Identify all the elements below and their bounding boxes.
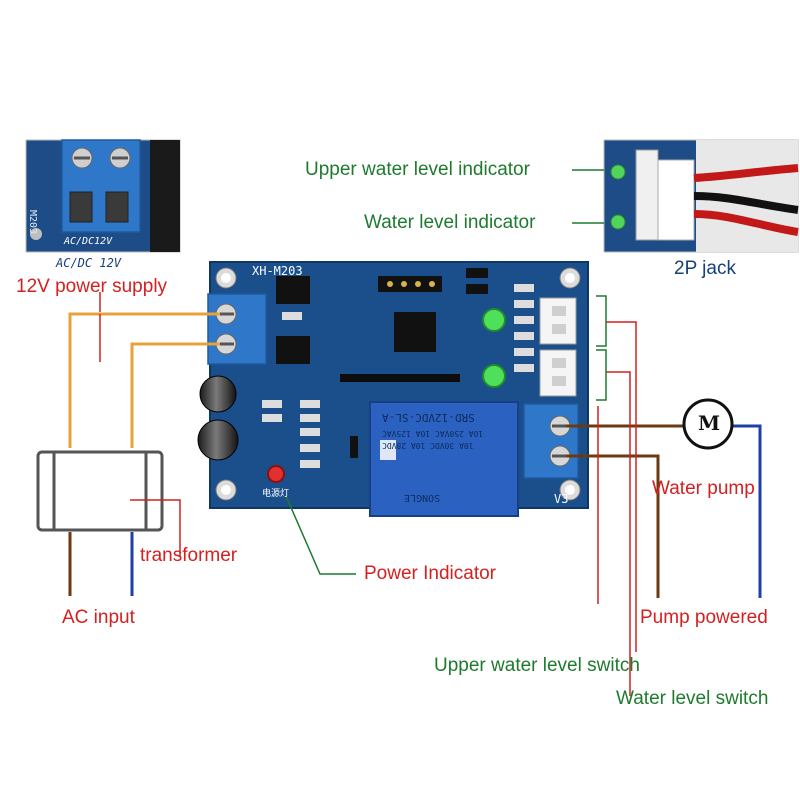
relay-rating-text-2: 10A 30VDC 10A 28VDC <box>382 441 474 450</box>
leader-lines <box>99 169 637 696</box>
upper-water-level-indicator-label: Upper water level indicator <box>305 159 530 180</box>
motor-letter: M <box>698 411 721 435</box>
transformer-symbol <box>36 450 164 532</box>
motor-symbol <box>682 398 734 450</box>
inset-caption: AC/DC 12V <box>56 256 122 270</box>
power-led-silkscreen: 电源灯 <box>262 488 290 498</box>
board-version-label: V3 <box>554 492 569 506</box>
pump-powered-label: Pump powered <box>640 607 768 628</box>
transformer-label: transformer <box>140 545 238 566</box>
water-pump-label: Water pump <box>652 478 755 499</box>
water-level-switch-label: Water level switch <box>616 688 769 709</box>
ac-input-wires <box>68 532 134 596</box>
relay-brand-text: SONGLE <box>404 492 441 503</box>
upper-water-level-switch-label: Upper water level switch <box>434 655 640 676</box>
water-level-indicator-label: Water level indicator <box>364 212 536 233</box>
inset-terminal-label: AC/DC12V <box>64 236 113 247</box>
inset-terminal-photo: M203 <box>25 139 181 253</box>
orange-supply-wires <box>68 312 220 448</box>
pump-wires <box>566 424 762 598</box>
board-model-label: XH-M203 <box>252 264 303 278</box>
power-supply-label: 12V power supply <box>16 276 168 297</box>
svg-text:M203: M203 <box>27 210 38 234</box>
ac-input-label: AC input <box>62 607 135 628</box>
control-board <box>197 261 589 517</box>
jack-label: 2P jack <box>674 258 736 279</box>
power-indicator-label: Power Indicator <box>364 563 497 584</box>
inset-jack-photo <box>603 139 799 253</box>
